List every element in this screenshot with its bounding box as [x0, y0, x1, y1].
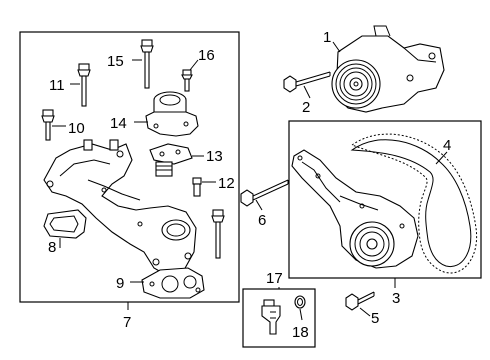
callout-15: 15 [107, 53, 124, 70]
callout-9: 9 [116, 275, 124, 292]
bolt-part-6 [240, 179, 289, 207]
water-pump-part-1 [331, 25, 445, 113]
sensor-part-17 [261, 299, 281, 335]
bolt-part-10 [41, 109, 55, 141]
callout-2: 2 [302, 99, 310, 116]
leader-5 [359, 307, 371, 317]
callout-14: 14 [110, 115, 127, 132]
callout-5: 5 [371, 310, 379, 327]
leader-4 [435, 151, 448, 165]
gasket-part-8 [43, 209, 87, 239]
bolt-part-16 [181, 69, 193, 92]
bolt-part-2 [283, 71, 331, 93]
temperature-sensor-part-12 [192, 177, 202, 197]
group-box-3 [288, 120, 482, 279]
callout-12: 12 [218, 175, 235, 192]
bolt-part-5 [345, 291, 375, 311]
callout-13: 13 [206, 148, 223, 165]
water-pump-housing-part-3 [291, 149, 419, 269]
thermostat-housing-part-14 [145, 91, 199, 137]
callout-10: 10 [68, 120, 85, 137]
callout-18: 18 [292, 324, 309, 341]
callout-1: 1 [323, 29, 331, 46]
manifold-bolt [211, 209, 225, 259]
o-ring-part-18 [294, 295, 306, 309]
leader-6 [255, 199, 263, 211]
leader-16 [189, 59, 199, 71]
group-box-7 [19, 31, 240, 303]
callout-4: 4 [443, 137, 451, 154]
leader-18 [299, 308, 303, 321]
bolt-part-11 [77, 63, 91, 107]
callout-6: 6 [258, 212, 266, 229]
leader-1 [332, 41, 341, 53]
callout-8: 8 [48, 239, 56, 256]
bolt-part-15 [140, 39, 154, 89]
callout-16: 16 [198, 47, 215, 64]
thermostat-part-13 [149, 143, 193, 177]
coolant-housing-part-7 [43, 139, 197, 277]
callout-7: 7 [123, 314, 131, 331]
callout-11: 11 [49, 77, 65, 94]
callout-3: 3 [392, 290, 400, 307]
callout-17: 17 [266, 270, 283, 287]
leader-2 [303, 85, 311, 99]
gasket-part-9 [141, 267, 205, 299]
drive-belt-part-4 [350, 133, 478, 274]
